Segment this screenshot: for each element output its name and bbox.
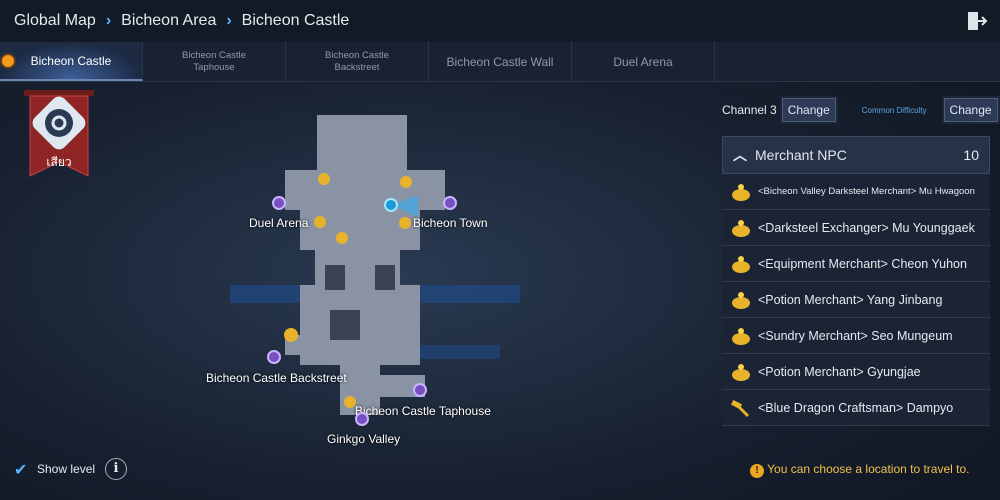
tab-taphouse[interactable]: Bicheon Castle Taphouse	[143, 42, 286, 81]
player-location-icon	[384, 198, 398, 212]
portal-icon	[267, 350, 281, 364]
portal-icon	[443, 196, 457, 210]
tab-label: Bicheon Castle Taphouse	[182, 49, 246, 73]
channel-label: Channel 3	[722, 103, 777, 117]
map-label-bicheon-town[interactable]: Bicheon Town	[413, 216, 488, 230]
money-bag-icon	[732, 255, 750, 273]
npc-list-item[interactable]: <Potion Merchant> Gyungjae	[722, 354, 990, 390]
map-label-backstreet[interactable]: Bicheon Castle Backstreet	[206, 371, 347, 385]
tab-label: Bicheon Castle Backstreet	[325, 49, 389, 73]
money-bag-icon	[732, 219, 750, 237]
npc-category-header[interactable]: ︿ Merchant NPC 10	[722, 136, 990, 174]
change-difficulty-button[interactable]: Change	[943, 98, 998, 122]
category-title: Merchant NPC	[755, 147, 847, 163]
craftsman-icon	[318, 173, 330, 185]
tab-bicheon-castle[interactable]: Bicheon Castle	[0, 42, 143, 81]
craftsman-icon	[284, 328, 298, 342]
npc-name: <Equipment Merchant> Cheon Yuhon	[758, 256, 967, 271]
chevron-right-icon: ›	[105, 12, 112, 29]
npc-name: <Potion Merchant> Yang Jinbang	[758, 292, 943, 307]
npc-name: <Darksteel Exchanger> Mu Younggaek	[758, 220, 975, 235]
portal-icon	[272, 196, 286, 210]
show-level-toggle[interactable]: ✔ Show level i	[14, 458, 128, 480]
map-layout	[230, 115, 520, 415]
npc-name: <Bicheon Valley Darksteel Merchant> Mu H…	[758, 186, 975, 197]
merchant-icon	[336, 232, 348, 244]
tab-label: Bicheon Castle Wall	[446, 54, 554, 69]
location-tabs: Bicheon Castle Bicheon Castle Taphouse B…	[0, 42, 1000, 82]
change-channel-button[interactable]: Change	[781, 98, 836, 122]
travel-hint-text: You can choose a location to travel to.	[767, 462, 970, 476]
npc-name: <Blue Dragon Craftsman> Dampyo	[758, 400, 954, 415]
breadcrumb-global-map[interactable]: Global Map	[14, 12, 96, 29]
npc-list-item[interactable]: <Potion Merchant> Yang Jinbang	[722, 282, 990, 318]
info-icon[interactable]: i	[105, 458, 128, 480]
money-bag-icon	[732, 291, 750, 309]
tab-castle-wall[interactable]: Bicheon Castle Wall	[429, 42, 572, 81]
npc-list-item[interactable]: <Equipment Merchant> Cheon Yuhon	[722, 246, 990, 282]
merchant-icon	[399, 217, 411, 229]
map-label-duel-arena[interactable]: Duel Arena	[249, 216, 309, 230]
portal-icon	[413, 383, 427, 397]
warning-icon: !	[750, 464, 764, 478]
chevron-up-icon: ︿	[733, 147, 747, 163]
npc-name: <Sundry Merchant> Seo Mungeum	[758, 328, 953, 343]
npc-name: <Potion Merchant> Gyungjae	[758, 364, 921, 379]
channel-bar: Channel 3 Change Common Difficulty Chang…	[715, 90, 1000, 130]
faction-emblem: เสียว	[24, 90, 94, 177]
hammer-icon	[730, 399, 750, 417]
difficulty-label: Common Difficulty	[861, 105, 927, 115]
chevron-right-icon: ›	[226, 12, 232, 29]
category-count: 10	[963, 147, 979, 163]
npc-list: ︿ Merchant NPC 10 <Bicheon Valley Darkst…	[722, 136, 990, 426]
current-location-icon	[2, 54, 14, 67]
merchant-icon	[400, 176, 412, 188]
npc-list-item[interactable]: <Darksteel Exchanger> Mu Younggaek	[722, 210, 990, 246]
map-label-ginkgo[interactable]: Ginkgo Valley	[327, 432, 401, 446]
npc-list-item[interactable]: <Sundry Merchant> Seo Mungeum	[722, 318, 990, 354]
exit-icon[interactable]	[966, 10, 988, 32]
merchant-icon	[344, 396, 356, 408]
money-bag-icon	[732, 363, 750, 381]
tab-label: Bicheon Castle	[30, 53, 112, 68]
portal-icon	[355, 412, 369, 426]
tab-label: Duel Arena	[613, 54, 673, 69]
npc-list-item[interactable]: <Bicheon Valley Darksteel Merchant> Mu H…	[722, 174, 990, 210]
merchant-icon	[314, 216, 326, 228]
breadcrumb-castle: Bicheon Castle	[241, 12, 350, 29]
tab-backstreet[interactable]: Bicheon Castle Backstreet	[286, 42, 429, 81]
npc-list-item[interactable]: <Blue Dragon Craftsman> Dampyo	[722, 390, 990, 426]
area-map[interactable]: Duel Arena Bicheon Town Bicheon Castle B…	[190, 95, 530, 455]
map-label-taphouse[interactable]: Bicheon Castle Taphouse	[355, 404, 491, 418]
breadcrumb: Global Map › Bicheon Area › Bicheon Castle	[0, 0, 1000, 42]
checkbox-checked-icon[interactable]: ✔	[14, 462, 28, 479]
tab-duel-arena[interactable]: Duel Arena	[572, 42, 715, 81]
travel-hint: ! You can choose a location to travel to…	[750, 462, 969, 478]
breadcrumb-area[interactable]: Bicheon Area	[121, 12, 217, 29]
map-markers	[267, 173, 457, 426]
money-bag-icon	[732, 183, 750, 201]
show-level-label: Show level	[37, 462, 96, 476]
money-bag-icon	[732, 327, 750, 345]
emblem-text: เสียว	[46, 155, 71, 169]
